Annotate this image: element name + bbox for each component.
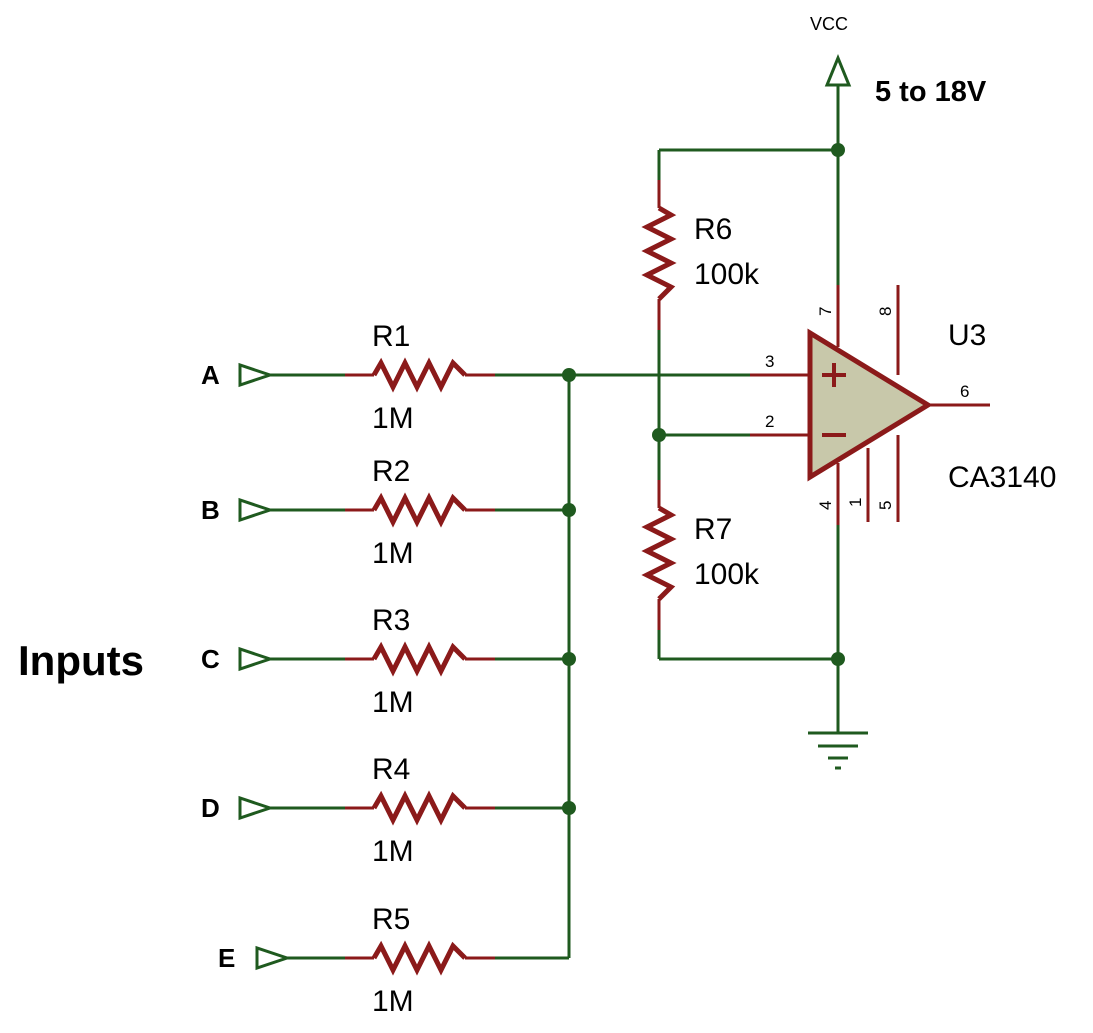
input-label-d: D	[201, 793, 220, 823]
resistor-r3	[345, 641, 495, 677]
r2-value: 1M	[372, 537, 414, 570]
input-port-c-icon	[238, 646, 275, 672]
r6-ref: R6	[694, 213, 732, 246]
input-label-b: B	[201, 495, 220, 525]
pin-8-number: 8	[876, 307, 895, 316]
ground-icon	[808, 731, 868, 770]
input-wires	[270, 373, 571, 960]
pin-6-number: 6	[960, 382, 969, 401]
opamp-u3	[750, 285, 990, 525]
r1-value: 1M	[372, 402, 414, 435]
resistor-r5	[345, 940, 495, 976]
r5-value: 1M	[372, 985, 414, 1018]
pin-7-number: 7	[816, 307, 835, 316]
input-port-a-icon	[238, 362, 275, 388]
vcc-label: VCC	[810, 14, 848, 34]
pin-3-number: 3	[765, 352, 774, 371]
r3-ref: R3	[372, 604, 410, 637]
r4-value: 1M	[372, 835, 414, 868]
opamp-triangle-icon	[807, 328, 933, 482]
r3-value: 1M	[372, 686, 414, 719]
pin-5-number: 5	[876, 501, 895, 510]
inputs-title: Inputs	[18, 637, 144, 684]
junction-dots	[562, 143, 845, 815]
resistor-r6	[641, 180, 677, 330]
r2-ref: R2	[372, 455, 410, 488]
resistor-r1	[345, 357, 495, 393]
divider-wires	[569, 95, 840, 733]
input-port-e-icon	[255, 945, 292, 971]
vcc-supply-icon	[824, 54, 852, 87]
r6-value: 100k	[694, 258, 760, 291]
pin-4-number: 4	[816, 501, 835, 510]
resistor-r2	[345, 492, 495, 528]
r1-ref: R1	[372, 320, 410, 353]
opamp-part: CA3140	[948, 461, 1056, 494]
resistor-r7	[641, 480, 677, 630]
input-port-b-icon	[238, 497, 275, 523]
input-label-a: A	[201, 360, 220, 390]
pin-2-number: 2	[765, 412, 774, 431]
input-label-c: C	[201, 644, 220, 674]
r7-ref: R7	[694, 513, 732, 546]
supply-range: 5 to 18V	[875, 76, 987, 108]
pin-1-number: 1	[846, 498, 865, 507]
opamp-ref: U3	[948, 319, 986, 352]
resistor-r4	[345, 790, 495, 826]
input-port-d-icon	[238, 795, 275, 821]
input-label-e: E	[218, 943, 235, 973]
r7-value: 100k	[694, 558, 760, 591]
r5-ref: R5	[372, 903, 410, 936]
r4-ref: R4	[372, 753, 410, 786]
